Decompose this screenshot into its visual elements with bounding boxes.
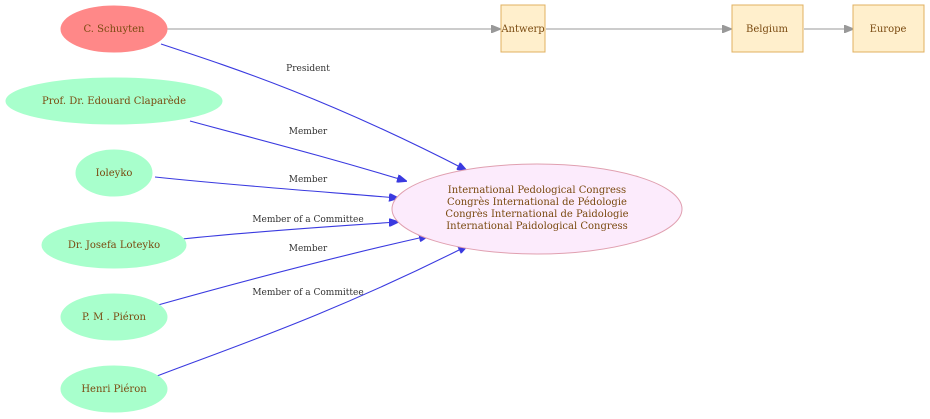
- node-antwerp[interactable]: Antwerp: [500, 4, 546, 53]
- edge-label-president: President: [286, 64, 330, 74]
- node-label: P. M . Piéron: [82, 312, 146, 323]
- edge-label-member-claparede: Member: [289, 127, 328, 137]
- node-congress[interactable]: International Pedological Congress Congr…: [391, 163, 683, 255]
- node-label: Antwerp: [500, 24, 544, 35]
- node-henri-pieron[interactable]: Henri Piéron: [60, 365, 168, 413]
- node-pm-pieron[interactable]: P. M . Piéron: [60, 293, 168, 341]
- node-label: C. Schuyten: [83, 24, 145, 35]
- congress-label-4: International Paidological Congress: [446, 221, 628, 232]
- node-label: Ioleyko: [96, 168, 133, 179]
- node-label: Belgium: [746, 24, 789, 35]
- edge-ioleyko-congress: [154, 176, 398, 198]
- congress-label-2: Congrès International de Pédologie: [447, 197, 627, 208]
- node-label: Europe: [870, 24, 907, 35]
- node-label: Prof. Dr. Edouard Claparède: [42, 96, 186, 107]
- edge-label-member-ioleyko: Member: [289, 175, 328, 185]
- node-loteyko[interactable]: Dr. Josefa Loteyko: [41, 221, 187, 269]
- edge-loteyko-congress: [181, 222, 398, 240]
- node-label: Henri Piéron: [81, 384, 147, 395]
- edge-claparede-congress: [189, 120, 406, 181]
- edge-schuyten-congress: [160, 43, 466, 170]
- edge-labels: President Member Member Member of a Comm…: [252, 64, 363, 298]
- congress-label-1: International Pedological Congress: [448, 185, 626, 196]
- edges-membership: [154, 43, 467, 377]
- node-claparede[interactable]: Prof. Dr. Edouard Claparède: [5, 77, 223, 125]
- node-schuyten[interactable]: C. Schuyten: [60, 5, 168, 53]
- edge-label-committee-loteyko: Member of a Committee: [252, 215, 363, 225]
- congress-label-3: Congrès International de Paidologie: [445, 209, 628, 220]
- node-belgium[interactable]: Belgium: [731, 4, 804, 53]
- edge-pmpieron-congress: [157, 236, 428, 306]
- edge-henripieron-congress: [156, 246, 467, 377]
- edge-label-committee-henripieron: Member of a Committee: [252, 288, 363, 298]
- node-europe[interactable]: Europe: [852, 4, 925, 53]
- node-label: Dr. Josefa Loteyko: [68, 240, 160, 251]
- edge-label-member-pmpieron: Member: [289, 244, 328, 254]
- node-ioleyko[interactable]: Ioleyko: [75, 149, 153, 197]
